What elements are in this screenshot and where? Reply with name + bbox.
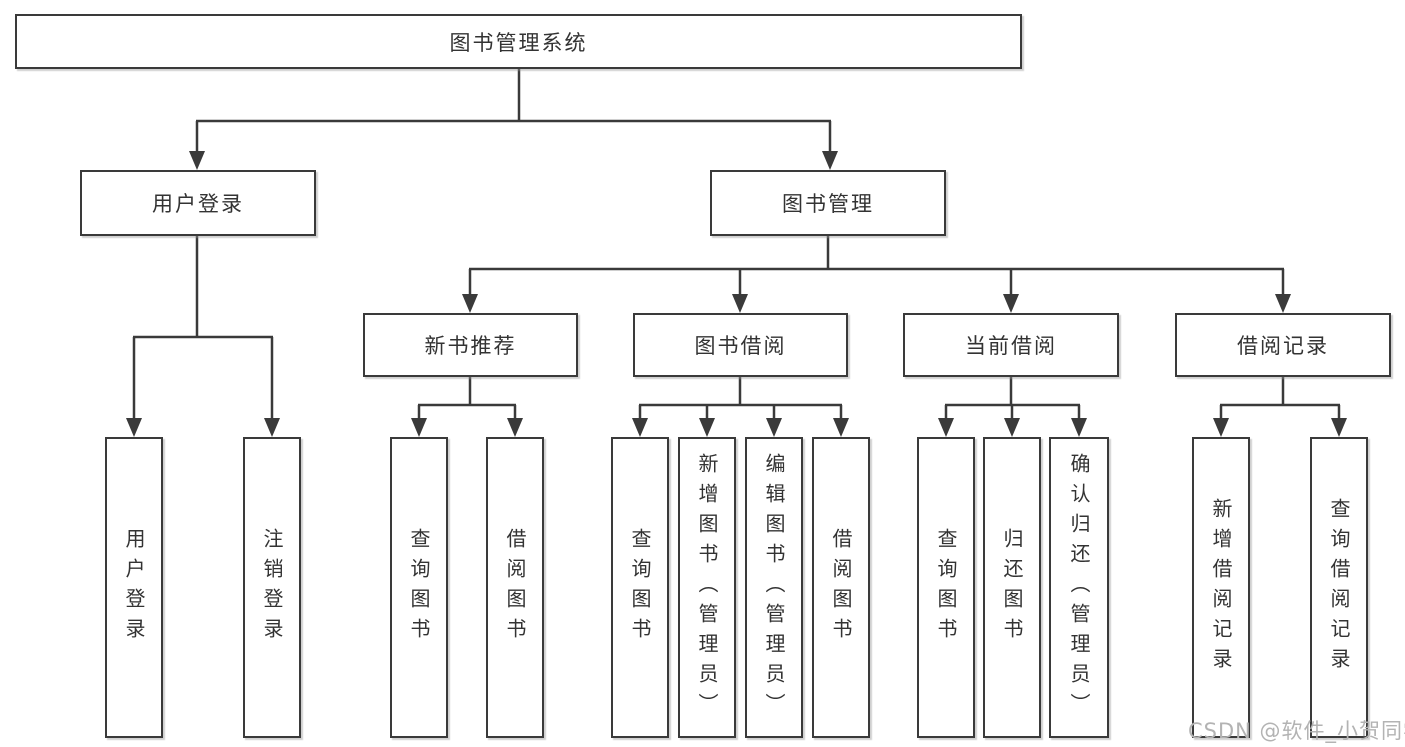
node-book-management: 图书管理 [710,170,946,236]
node-current-borrowing: 当前借阅 [903,313,1119,377]
node-leaf-borrow-books-1: 借阅图书 [486,437,544,738]
arrowhead-icon [462,294,478,313]
arrowhead-icon [507,418,523,437]
connector-root-to-level2 [195,69,832,152]
node-leaf-add-borrow-record: 新增借阅记录 [1192,437,1250,738]
connector-bookmgmt-to-level3 [468,236,1285,296]
arrowhead-icon [264,418,280,437]
arrowhead-icon [732,294,748,313]
arrowhead-icon [411,418,427,437]
node-root-system: 图书管理系统 [15,14,1022,69]
arrowhead-icon [189,151,205,170]
node-user-login: 用户登录 [80,170,316,236]
arrowhead-icon [833,418,849,437]
node-book-borrowing: 图书借阅 [633,313,848,377]
arrowhead-icon [938,418,954,437]
node-leaf-add-books-admin: 新增图书（管理员） [678,437,736,738]
node-leaf-logout: 注销登录 [243,437,301,738]
node-leaf-borrow-books-2: 借阅图书 [812,437,870,738]
connector-newbookrec-to-leaves [417,377,517,421]
node-leaf-user-login: 用户登录 [105,437,163,738]
connector-userlogin-to-leaves [132,236,274,421]
node-leaf-query-books-2: 查询图书 [611,437,669,738]
arrowhead-icon [822,151,838,170]
arrowhead-icon [1213,418,1229,437]
arrowhead-icon [699,418,715,437]
connector-bookborrow-to-leaves [638,377,843,421]
node-leaf-query-books-1: 查询图书 [390,437,448,738]
node-borrowing-records: 借阅记录 [1175,313,1391,377]
arrowhead-icon [1004,418,1020,437]
arrowhead-icon [1275,294,1291,313]
arrowhead-icon [766,418,782,437]
node-leaf-edit-books-admin: 编辑图书（管理员） [745,437,803,738]
arrowhead-icon [126,418,142,437]
csdn-watermark: CSDN @软件_小贺同学 [1188,719,1405,743]
arrowheads [126,151,1347,437]
node-leaf-query-books-3: 查询图书 [917,437,975,738]
node-leaf-return-books: 归还图书 [983,437,1041,738]
connector-currentborrow-to-leaves [944,377,1081,421]
arrowhead-icon [632,418,648,437]
node-leaf-query-borrow-record: 查询借阅记录 [1310,437,1368,738]
arrowhead-icon [1331,418,1347,437]
node-leaf-confirm-return-admin: 确认归还（管理员） [1049,437,1109,738]
arrowhead-icon [1071,418,1087,437]
arrowhead-icon [1003,294,1019,313]
node-new-book-recommend: 新书推荐 [363,313,578,377]
connector-borrowrecords-to-leaves [1219,377,1341,421]
